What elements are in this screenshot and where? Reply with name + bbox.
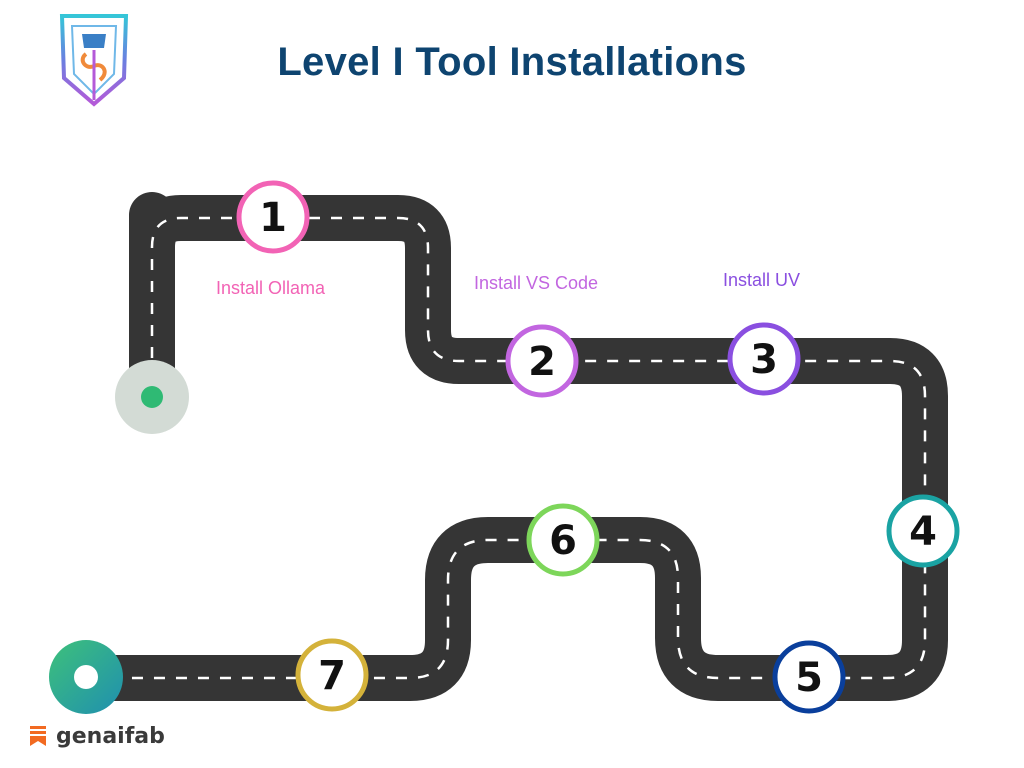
step-number: 1 [259,195,287,241]
step-label-2: Install VS Code [474,273,599,293]
start-marker [115,360,189,434]
logo-emblem [59,14,129,107]
end-marker [49,640,123,714]
step-number: 4 [909,509,937,555]
step-number: 5 [795,655,823,701]
step-marker-4: 4 [886,494,960,568]
step-marker-1: 1 [236,180,310,254]
step-label-3: Install UV [723,270,801,290]
road-center-dashes [110,216,927,680]
step-number: 7 [318,653,346,699]
step-marker-6: 6 [526,503,600,577]
brand-name: genaifab [56,723,165,749]
step-marker-3: 3 [727,322,801,396]
step-number: 6 [549,518,577,564]
step-marker-5: 5 [772,640,846,714]
step-marker-2: 2 [505,324,579,398]
step-label-1: Install Ollama [216,278,326,298]
step-marker-7: 7 [295,638,369,712]
step-number: 2 [528,339,556,385]
step-number: 3 [750,337,778,383]
brand-footer: genaifab [28,722,165,750]
page-title: Level I Tool Installations [277,40,747,84]
brand-bookmark-icon [30,726,46,746]
road [86,192,948,701]
